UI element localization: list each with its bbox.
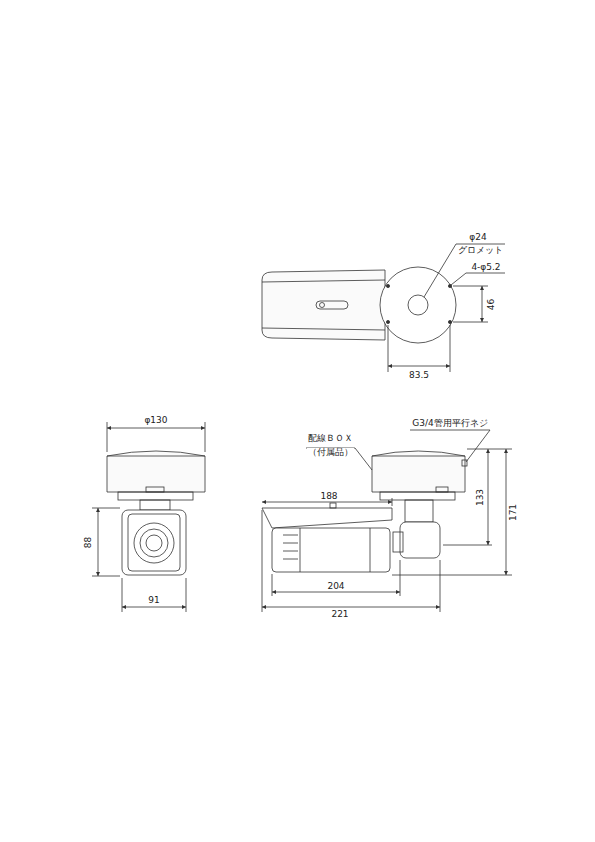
dimension-label: 配線ＢＯＸ — [307, 434, 354, 443]
dimension-label: 133 — [477, 487, 486, 506]
dimension-label: 83.5 — [408, 371, 430, 380]
dimension-label: φ130 — [143, 416, 168, 425]
dimension-label: （付属品） — [307, 448, 354, 457]
dimension-label: 91 — [147, 596, 160, 605]
dimension-label: 204 — [326, 582, 345, 591]
dimension-label: 4-φ5.2 — [470, 263, 501, 272]
dimension-label: G3/4管用平行ネジ — [411, 419, 488, 428]
dimension-label: 88 — [84, 535, 93, 548]
dimension-label: 46 — [487, 297, 496, 310]
dimension-label: 221 — [330, 610, 349, 619]
dimension-label: 171 — [510, 502, 519, 521]
dimension-label: 188 — [319, 492, 338, 501]
dimension-label: グロメット — [457, 246, 504, 255]
dimension-label: φ24 — [468, 233, 487, 242]
